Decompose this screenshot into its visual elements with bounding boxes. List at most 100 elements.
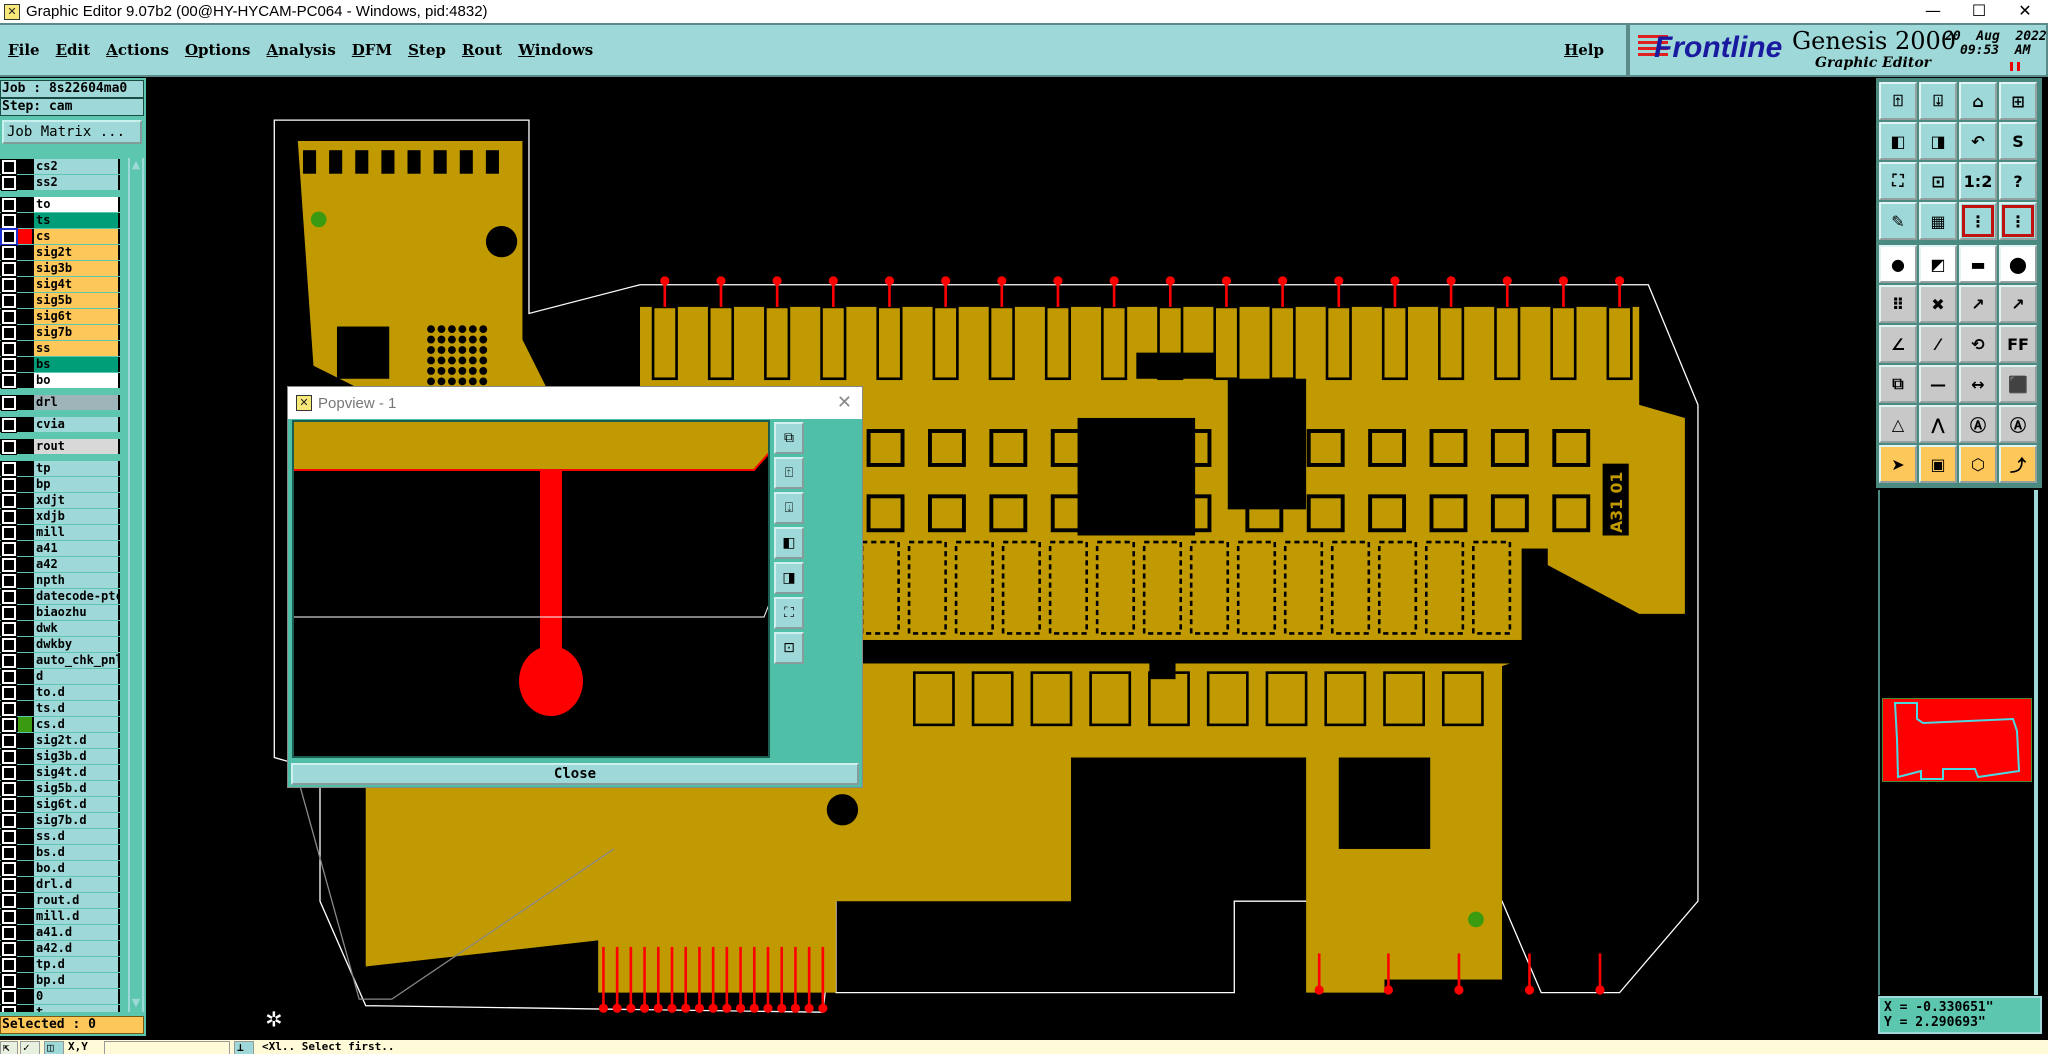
layer-row-bs[interactable]: bs [0,356,120,373]
layer-row-ts[interactable]: ts [0,212,120,229]
layer-checkbox[interactable] [1,973,17,989]
layer-row-cs2[interactable]: cs2 [0,158,120,175]
layer-checkbox[interactable] [1,621,17,637]
arch-button[interactable]: Ⓐ [1959,405,1997,443]
layer-row-cvia[interactable]: cvia [0,416,120,433]
zoom-in-button[interactable]: ⍗ [1919,82,1957,120]
maximize-button[interactable]: ☐ [1971,1,1987,20]
layer-marker[interactable] [18,325,32,340]
layer-row-cs-d[interactable]: cs.d [0,716,120,733]
layer-checkbox[interactable] [1,197,17,213]
layer-row-sig5b-d[interactable]: sig5b.d [0,780,120,797]
popview-pan-right-button[interactable]: ◨ [774,562,804,594]
layer-checkbox[interactable] [1,573,17,589]
layer-marker[interactable] [18,861,32,876]
menu-rout[interactable]: Rout [461,41,503,59]
triangle-button[interactable]: △ [1879,405,1917,443]
overview-panel[interactable] [1878,490,2038,995]
menu-actions[interactable]: Actions [106,41,169,59]
layer-name[interactable]: ts [34,213,120,228]
layer-marker[interactable] [18,701,32,716]
layer-marker[interactable] [18,395,32,410]
layer-marker[interactable] [18,573,32,588]
menu-windows[interactable]: Windows [518,41,594,59]
layer-checkbox[interactable] [1,717,17,733]
layer-row-sig3b-d[interactable]: sig3b.d [0,748,120,765]
layer-row-a42-d[interactable]: a42.d [0,940,120,957]
line-edit-button[interactable]: ⁄ [1919,325,1957,363]
layer-name[interactable]: bp.d [34,973,120,988]
layer-checkbox[interactable] [1,877,17,893]
layer-checkbox[interactable] [1,733,17,749]
layer-row-tp-d[interactable]: tp.d [0,956,120,973]
layer-name[interactable]: xdjt [34,493,120,508]
layer-name[interactable]: mill [34,525,120,540]
pan-right-button[interactable]: ◨ [1919,122,1957,160]
popview-pan-left-button[interactable]: ◧ [774,527,804,559]
layer-checkbox[interactable] [1,509,17,525]
layer-name[interactable]: sig5b [34,293,120,308]
layer-name[interactable]: sig3b.d [34,749,120,764]
layer-checkbox[interactable] [1,341,17,357]
layer-name[interactable]: a41 [34,541,120,556]
layer-row-sig2t-d[interactable]: sig2t.d [0,732,120,749]
layer-checkbox[interactable] [1,1005,17,1012]
layer-marker[interactable] [18,893,32,908]
layer-row-tp[interactable]: tp [0,460,120,477]
layer-row-sig4t-d[interactable]: sig4t.d [0,764,120,781]
layer-marker[interactable] [18,509,32,524]
layer-row-ss[interactable]: ss [0,340,120,357]
layer-name[interactable]: sig4t.d [34,765,120,780]
layer-marker[interactable] [18,685,32,700]
layer-name[interactable]: sig7b [34,325,120,340]
layer-row-auto-chk-pnl[interactable]: auto_chk_pnl [0,652,120,669]
layer-checkbox[interactable] [1,175,17,191]
layer-checkbox[interactable] [1,541,17,557]
layer-marker[interactable] [18,293,32,308]
layer-marker[interactable] [18,749,32,764]
tools-palette-button[interactable]: ✎ [1879,202,1917,240]
layer-checkbox[interactable] [1,417,17,433]
layer-row-sig2t[interactable]: sig2t [0,244,120,261]
layer-name[interactable]: auto_chk_pnl [34,653,120,668]
layer-checkbox[interactable] [1,309,17,325]
select-rect-button[interactable]: ▣ [1919,445,1957,483]
popview-close-button[interactable]: Close [291,763,859,785]
menu-options[interactable]: Options [184,41,251,59]
layer-checkbox[interactable] [1,781,17,797]
minimize-button[interactable]: — [1925,1,1941,20]
layer-name[interactable]: bo [34,373,120,388]
delete-point-button[interactable]: ✖ [1919,285,1957,323]
layer-row-bp-d[interactable]: bp.d [0,972,120,989]
layer-marker[interactable] [18,439,32,454]
layer-marker[interactable] [18,781,32,796]
layer-checkbox[interactable] [1,989,17,1005]
layer-row-a42[interactable]: a42 [0,556,120,573]
layer-marker[interactable] [18,621,32,636]
layer-name[interactable]: bs [34,357,120,372]
window-icon[interactable]: ◫ [44,1041,64,1054]
snake-button[interactable]: S [1999,122,2037,160]
layer-name[interactable]: sig7b.d [34,813,120,828]
menu-help[interactable]: Help [1564,41,1604,59]
layer-name[interactable]: ts.d [34,701,120,716]
layer-name[interactable]: t [34,1005,120,1012]
layer-row-bs-d[interactable]: bs.d [0,844,120,861]
layer-name[interactable]: ss2 [34,175,120,190]
home-button[interactable]: ⌂ [1959,82,1997,120]
layer-checkbox[interactable] [1,653,17,669]
check-icon[interactable]: ✓ [20,1041,40,1054]
layer-marker[interactable] [18,1005,32,1012]
layer-row-sig3b[interactable]: sig3b [0,260,120,277]
layer-checkbox[interactable] [1,797,17,813]
layer-name[interactable]: dwk [34,621,120,636]
layer-name[interactable]: 0 [34,989,120,1004]
select-poly-button[interactable]: ⬡ [1959,445,1997,483]
layer-row-cs[interactable]: cs [0,228,120,246]
layer-marker[interactable] [18,909,32,924]
layer-row-a41-d[interactable]: a41.d [0,924,120,941]
layer-checkbox[interactable] [1,701,17,717]
layer-row-mill[interactable]: mill [0,524,120,541]
layer-name[interactable]: datecode-ptc [34,589,120,604]
layer-name[interactable]: ss [34,341,120,356]
